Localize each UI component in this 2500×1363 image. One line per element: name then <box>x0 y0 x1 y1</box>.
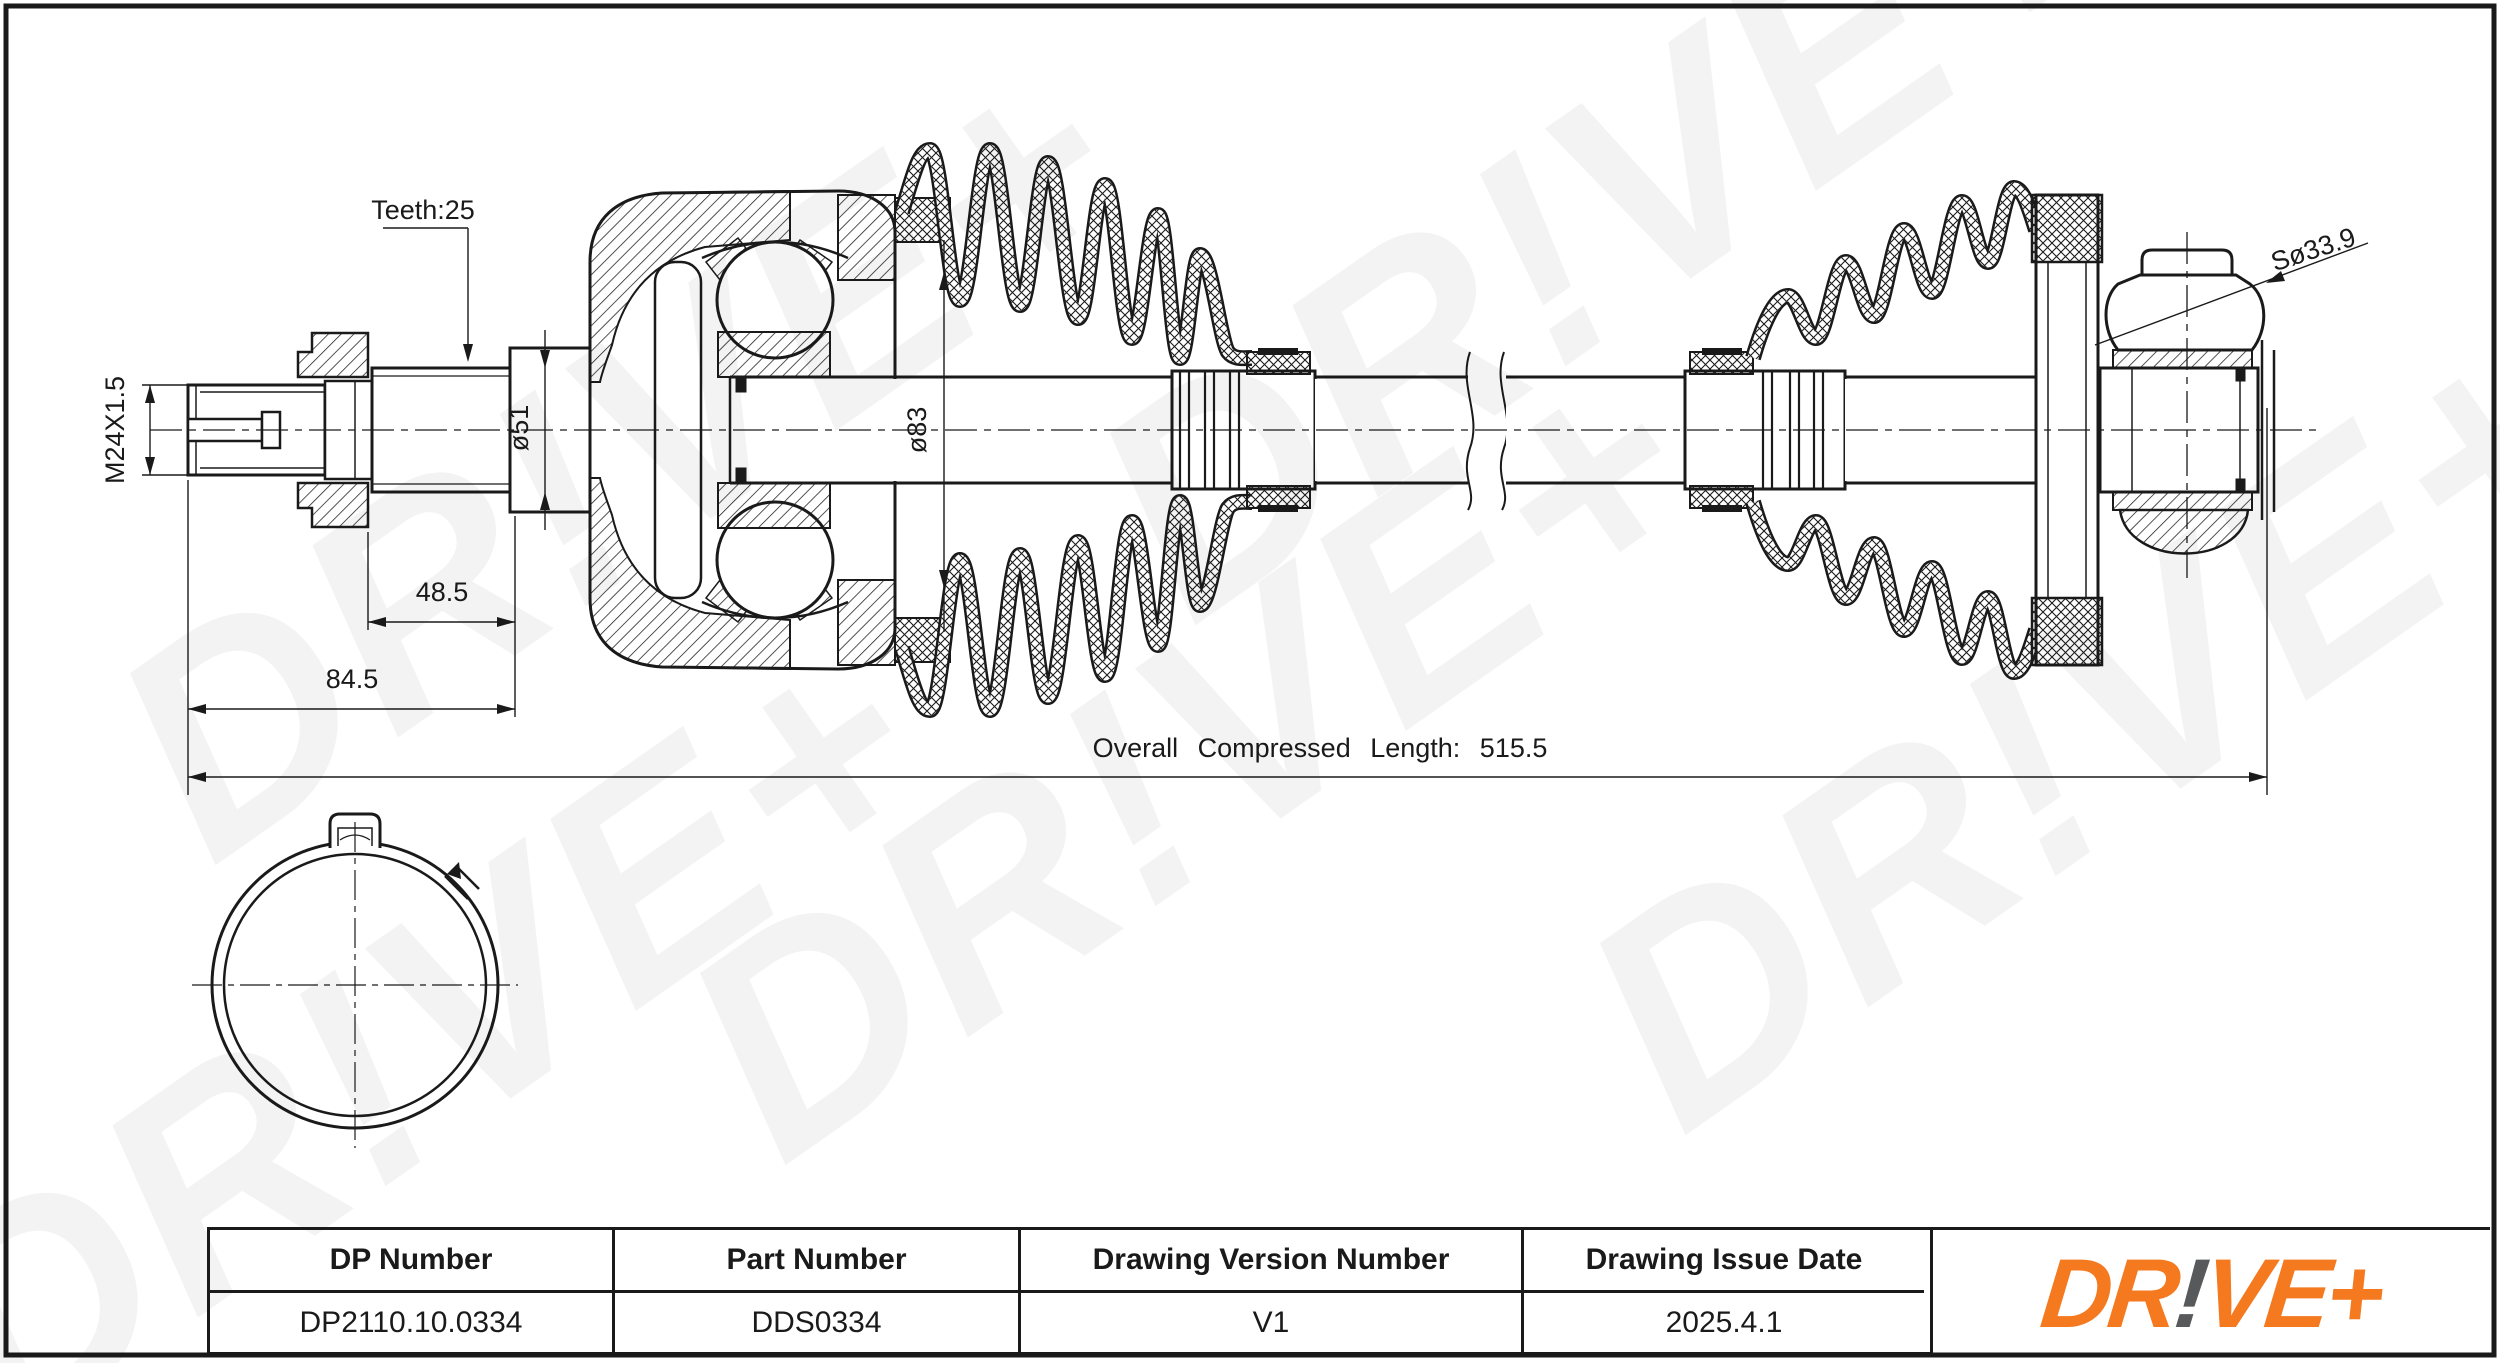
issue-date-value: 2025.4.1 <box>1665 1305 1783 1339</box>
inner-race-top <box>717 331 831 378</box>
clamp-hook <box>447 862 461 879</box>
logo-dr: DR <box>2036 1237 2182 1348</box>
title-block: DP Number Part Number Drawing Version Nu… <box>207 1227 1933 1355</box>
flange-clamp-top <box>2030 193 2104 264</box>
right-boot-small-clamp-top <box>1689 351 1754 375</box>
part-number-header: Part Number <box>615 1230 1021 1293</box>
spline-washer <box>296 331 374 529</box>
cv-joint-bell <box>588 189 897 671</box>
dp-number-value: DP2110.10.0334 <box>210 1293 615 1352</box>
drawing-version-value: V1 <box>1021 1293 1524 1352</box>
flange-clamp-bottom <box>2030 596 2104 667</box>
joint-hatch-top <box>2112 349 2253 369</box>
thread-end <box>186 383 327 477</box>
thread-label: M24X1.5 <box>100 376 130 484</box>
ball-dia-dimension <box>2094 242 2369 346</box>
dim-48-5-label: 48.5 <box>416 577 469 607</box>
brand-logo: DR!VE+ <box>2037 1238 2387 1348</box>
page-border <box>3 3 2497 1358</box>
overall-length-label: Overall Compressed Length: 515.5 <box>1093 733 1548 763</box>
dim-84-5-label: 84.5 <box>326 664 379 694</box>
logo-box: DR!VE+ <box>1933 1227 2490 1355</box>
right-boot <box>1689 179 2044 681</box>
logo-ve-plus: VE+ <box>2198 1237 2387 1348</box>
dim-84-5 <box>187 480 515 795</box>
teeth-leader <box>383 227 473 362</box>
spline-dia-label: ø51 <box>504 405 534 452</box>
joint-bottom-dome <box>2118 508 2250 555</box>
center-lines <box>150 232 2320 578</box>
clamp-ring-view <box>192 812 518 1148</box>
dp-number-header: DP Number <box>210 1230 615 1293</box>
overall-dimension <box>188 408 2268 795</box>
part-number-value: DDS0334 <box>615 1293 1021 1352</box>
ball-dia-label: Sø33.9 <box>2267 222 2359 277</box>
issue-date-header: Drawing Issue Date <box>1524 1230 1924 1293</box>
bell-rim-bottom <box>837 579 896 666</box>
dim-48-5 <box>367 516 516 717</box>
left-boot <box>894 141 1311 719</box>
teeth-label: Teeth:25 <box>371 195 475 225</box>
ball-stud <box>2104 273 2266 352</box>
bell-rim-top <box>837 194 896 281</box>
drawing-version-header: Drawing Version Number <box>1021 1230 1524 1293</box>
boot-dia-dimension <box>939 240 949 632</box>
shaft-break <box>1465 351 1509 511</box>
